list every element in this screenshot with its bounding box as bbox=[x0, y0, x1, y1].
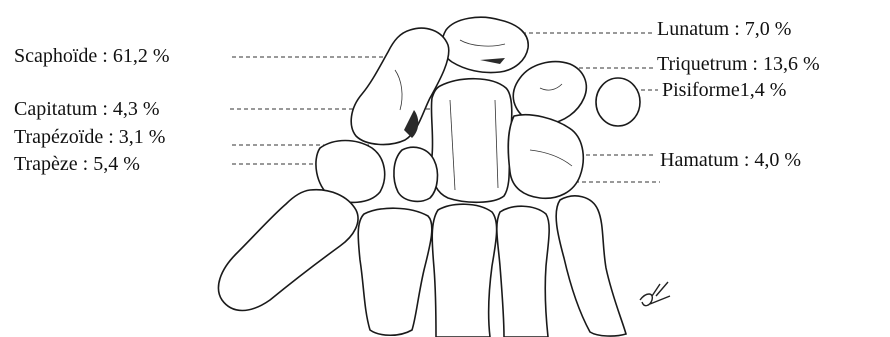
metacarpal-5 bbox=[556, 196, 626, 336]
metacarpal-1 bbox=[218, 190, 358, 311]
label-trapeze: Trapèze : 5,4 % bbox=[14, 154, 140, 174]
signature-mark bbox=[640, 282, 670, 306]
trapezoide-bone bbox=[394, 147, 438, 201]
label-triquetrum: Triquetrum : 13,6 % bbox=[657, 54, 820, 74]
capitatum-bone bbox=[431, 79, 511, 203]
metacarpal-3 bbox=[432, 204, 496, 337]
metacarpal-2 bbox=[358, 208, 432, 335]
label-hamatum: Hamatum : 4,0 % bbox=[660, 150, 801, 170]
label-pisiforme: Pisiforme1,4 % bbox=[662, 80, 786, 100]
lunatum-bone bbox=[442, 17, 528, 72]
hamatum-bone bbox=[508, 115, 583, 199]
label-lunatum: Lunatum : 7,0 % bbox=[657, 19, 791, 39]
label-capitatum: Capitatum : 4,3 % bbox=[14, 99, 160, 119]
label-trapezoide: Trapézoïde : 3,1 % bbox=[14, 127, 165, 147]
pisiforme-bone bbox=[596, 78, 640, 126]
metacarpal-4 bbox=[497, 206, 549, 337]
label-scaphoide: Scaphoïde : 61,2 % bbox=[14, 46, 170, 66]
